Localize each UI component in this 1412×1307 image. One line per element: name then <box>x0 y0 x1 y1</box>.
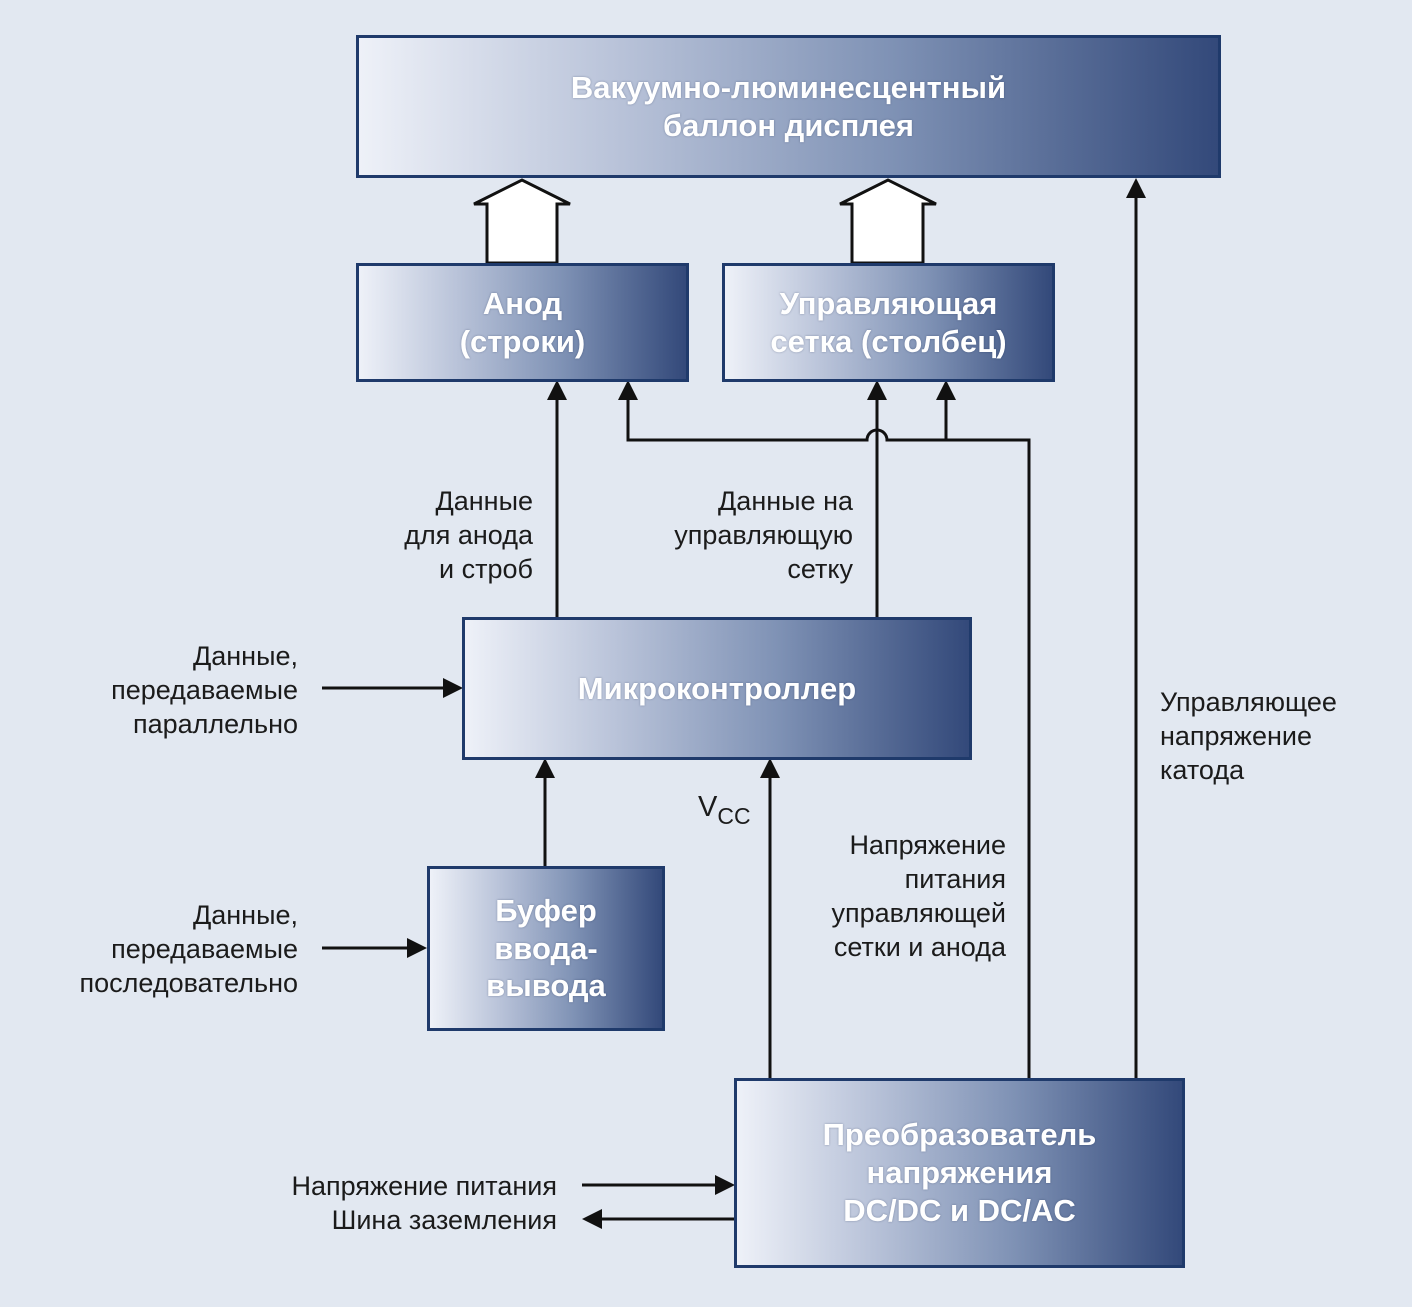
voltage-converter-block: Преобразователь напряжения DC/DC и DC/AC <box>734 1078 1185 1268</box>
arrowhead-ground <box>582 1209 602 1229</box>
label-grid-anode-supply: Напряжение питания управляющей сетки и а… <box>831 830 1006 962</box>
arrowhead-grid <box>867 380 887 400</box>
label-serial-data: Данные, передаваемые последовательно <box>79 900 298 998</box>
io-buffer-block: Буфер ввода- вывода <box>427 866 665 1031</box>
anode-title-line2: (строки) <box>459 323 586 359</box>
converter-title-line3: DC/DC и DC/AC <box>843 1192 1076 1228</box>
converter-title-line2: напряжения <box>866 1155 1053 1191</box>
arrowhead-cathode <box>1126 178 1146 198</box>
microcontroller-block: Микроконтроллер <box>462 617 972 760</box>
label-parallel-data: Данные, передаваемые параллельно <box>111 641 298 739</box>
grid-title-line2: сетка (столбец) <box>770 323 1007 359</box>
arrowhead-supply-anode <box>618 380 638 400</box>
buffer-title-line1: Буфер <box>495 892 597 928</box>
grid-block: Управляющая сетка (столбец) <box>722 263 1055 382</box>
arrowhead-vcc <box>760 758 780 778</box>
anode-block: Анод (строки) <box>356 263 689 382</box>
label-grid-data: Данные на управляющую сетку <box>674 486 853 584</box>
label-power-input: Напряжение питания <box>291 1171 557 1201</box>
arrowhead-anode <box>547 380 567 400</box>
label-ground: Шина заземления <box>331 1205 557 1235</box>
buffer-title-line3: вывода <box>486 968 606 1004</box>
arrowhead-buffer-mcu <box>535 758 555 778</box>
label-anode-data: Данные для анода и строб <box>404 486 533 584</box>
arrowhead-supply-grid <box>936 380 956 400</box>
arrowhead-parallel <box>443 678 463 698</box>
grid-title-line1: Управляющая <box>779 285 998 321</box>
arrowhead-serial <box>407 938 427 958</box>
bus-arrow-anode <box>473 178 571 265</box>
arrowhead-power <box>715 1175 735 1195</box>
converter-title-line1: Преобразователь <box>822 1117 1097 1153</box>
label-cathode-voltage: Управляющее напряжение катода <box>1160 687 1337 785</box>
label-vcc: VCC <box>698 791 751 829</box>
vfd-display-block: Вакуумно-люминесцентный баллон дисплея <box>356 35 1221 178</box>
mcu-title: Микроконтроллер <box>577 670 857 706</box>
line-grid-anode-supply <box>626 398 1031 1078</box>
vfd-title-line1: Вакуумно-люминесцентный <box>570 69 1007 105</box>
anode-title-line1: Анод <box>482 285 563 321</box>
vfd-title-line2: баллон дисплея <box>663 107 914 143</box>
buffer-title-line2: ввода- <box>494 930 598 966</box>
bus-arrow-grid <box>839 178 937 265</box>
